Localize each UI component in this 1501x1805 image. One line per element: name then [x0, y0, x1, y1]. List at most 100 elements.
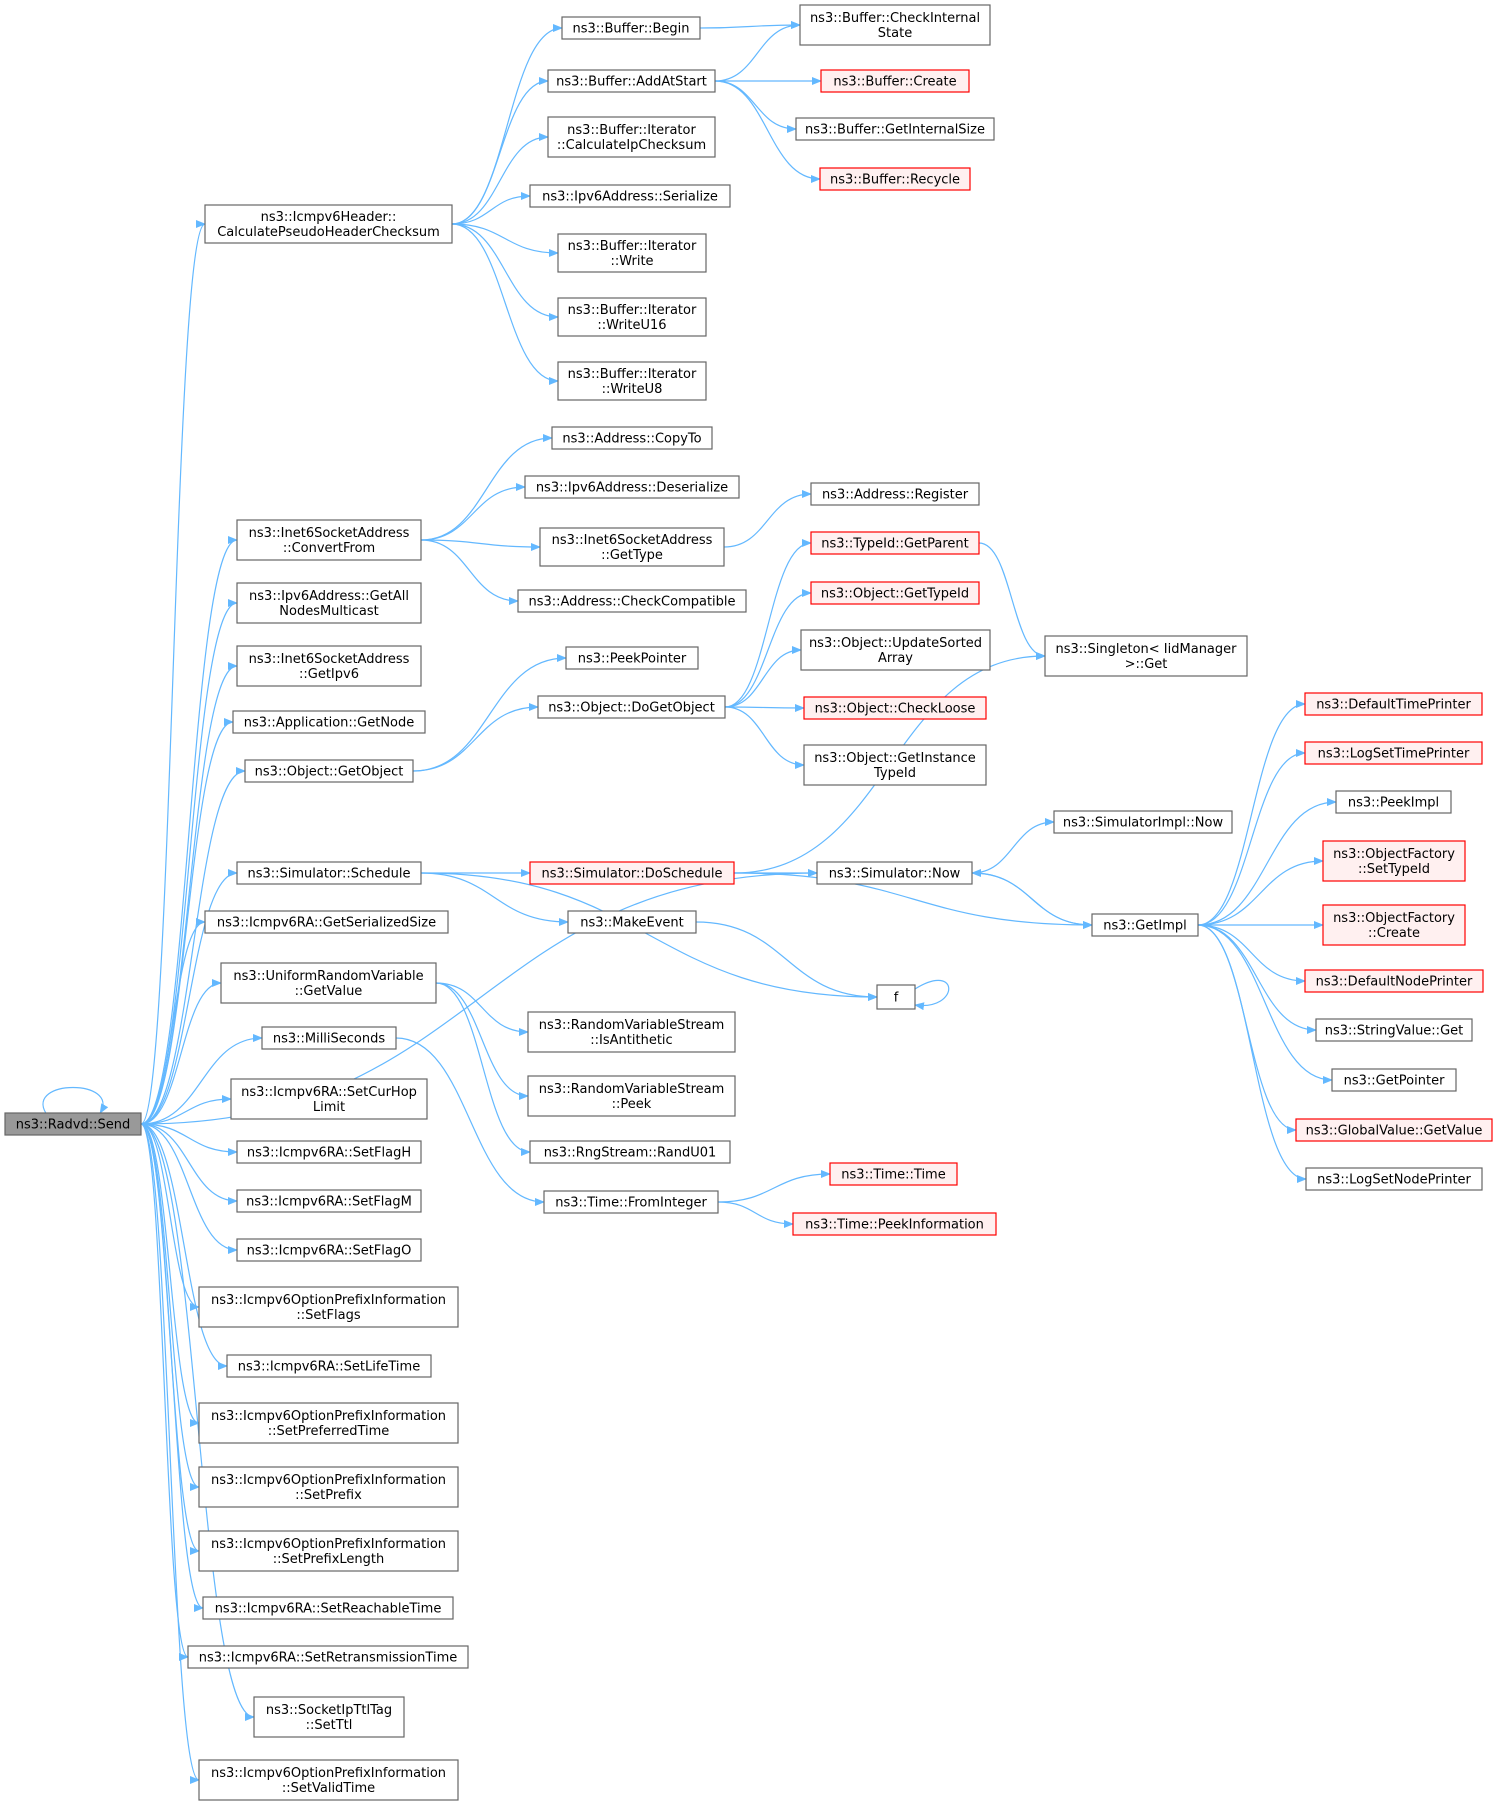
node-logtime[interactable]: ns3::LogSetTimePrinter — [1304, 741, 1483, 765]
node-iterwriteu16[interactable]: ns3::Buffer::Iterator::WriteU16 — [557, 297, 707, 337]
node-objloose[interactable]: ns3::Object::CheckLoose — [803, 696, 987, 720]
node-defnode[interactable]: ns3::DefaultNodePrinter — [1304, 969, 1484, 993]
node-ofsettype[interactable]: ns3::ObjectFactory::SetTypeId — [1322, 840, 1466, 882]
edge-inet6conv-to-inet6type — [420, 539, 541, 551]
edge-bufbegin-to-bufcheck — [699, 21, 801, 30]
node-timepeek[interactable]: ns3::Time::PeekInformation — [792, 1212, 997, 1236]
node-bufrecycle[interactable]: ns3::Buffer::Recycle — [819, 167, 971, 191]
node-addrreg[interactable]: ns3::Address::Register — [810, 482, 980, 506]
edge-simschedule-to-ffunc — [420, 872, 878, 1001]
edge-calcpseudo-to-ipv6ser — [451, 192, 531, 225]
edge-send-to-ra_reach — [140, 1123, 204, 1612]
node-ra_flago[interactable]: ns3::Icmpv6RA::SetFlagO — [236, 1238, 422, 1262]
node-bufcreate[interactable]: ns3::Buffer::Create — [820, 69, 970, 93]
node-label: ns3::Icmpv6RA::SetLifeTime — [238, 1360, 420, 1375]
node-ra_retrans[interactable]: ns3::Icmpv6RA::SetRetransmissionTime — [187, 1645, 469, 1669]
node-peekimpl[interactable]: ns3::PeekImpl — [1335, 790, 1452, 814]
node-ra_flagh[interactable]: ns3::Icmpv6RA::SetFlagH — [236, 1140, 422, 1164]
node-getimpl[interactable]: ns3::GetImpl — [1091, 913, 1199, 937]
node-inet6ipv6[interactable]: ns3::Inet6SocketAddress::GetIpv6 — [236, 645, 422, 687]
function-nodes: ns3::Radvd::Send ns3::Icmpv6Header::Calcu… — [4, 4, 1493, 1801]
edge-send-to-appgetnode — [140, 718, 234, 1125]
node-box — [220, 962, 437, 1004]
node-opt_flags[interactable]: ns3::Icmpv6OptionPrefixInformation::SetF… — [198, 1286, 459, 1328]
node-lognode[interactable]: ns3::LogSetNodePrinter — [1305, 1167, 1483, 1191]
node-opt_valid[interactable]: ns3::Icmpv6OptionPrefixInformation::SetV… — [198, 1759, 459, 1801]
node-label: ns3::Buffer::Iterator — [567, 123, 696, 138]
node-timetime[interactable]: ns3::Time::Time — [829, 1162, 958, 1186]
node-opt_prefix[interactable]: ns3::Icmpv6OptionPrefixInformation::SetP… — [198, 1466, 459, 1508]
node-objdoget[interactable]: ns3::Object::DoGetObject — [537, 695, 726, 719]
node-label: ns3::Icmpv6OptionPrefixInformation — [211, 1473, 446, 1488]
node-label: ns3::Radvd::Send — [16, 1118, 130, 1133]
node-label: ns3::Ipv6Address::GetAll — [249, 589, 409, 604]
node-makeevent[interactable]: ns3::MakeEvent — [567, 910, 697, 934]
node-rngrand[interactable]: ns3::RngStream::RandU01 — [529, 1140, 731, 1164]
node-box — [561, 16, 701, 40]
node-label: ns3::Icmpv6RA::SetRetransmissionTime — [199, 1651, 458, 1666]
node-calcpseudo[interactable]: ns3::Icmpv6Header::CalculatePseudoHeader… — [204, 204, 453, 244]
edge-simnow-to-simimplnow — [971, 818, 1055, 874]
edge-bufaddstart-to-bufcheck — [714, 21, 801, 82]
node-simdosched[interactable]: ns3::Simulator::DoSchedule — [529, 861, 735, 885]
node-simimplnow[interactable]: ns3::SimulatorImpl::Now — [1053, 810, 1233, 834]
node-iterwrite[interactable]: ns3::Buffer::Iterator::Write — [557, 233, 707, 273]
node-addrcompat[interactable]: ns3::Address::CheckCompatible — [517, 589, 747, 613]
node-rvsanti[interactable]: ns3::RandomVariableStream::IsAntithetic — [527, 1011, 736, 1053]
node-urvgetval[interactable]: ns3::UniformRandomVariable::GetValue — [220, 962, 437, 1004]
node-ipv6ser[interactable]: ns3::Ipv6Address::Serialize — [529, 184, 731, 208]
node-opt_pref[interactable]: ns3::Icmpv6OptionPrefixInformation::SetP… — [198, 1402, 459, 1444]
node-ipv6deser[interactable]: ns3::Ipv6Address::Deserialize — [524, 475, 740, 499]
node-ofcreate[interactable]: ns3::ObjectFactory::Create — [1322, 904, 1466, 946]
node-ra_sersize[interactable]: ns3::Icmpv6RA::GetSerializedSize — [204, 910, 449, 934]
node-opt_plen[interactable]: ns3::Icmpv6OptionPrefixInformation::SetP… — [198, 1530, 459, 1572]
edge-send-to-opt_flags — [140, 1123, 200, 1311]
node-iterwriteu8[interactable]: ns3::Buffer::Iterator::WriteU8 — [557, 361, 707, 401]
node-rvspeek[interactable]: ns3::RandomVariableStream::Peek — [527, 1075, 736, 1117]
edge-objgetobj-to-objdoget — [412, 703, 539, 772]
node-bufbegin[interactable]: ns3::Buffer::Begin — [561, 16, 701, 40]
node-label: ::ConvertFrom — [283, 541, 375, 556]
node-ffunc[interactable]: f — [876, 984, 916, 1010]
node-ra_flagm[interactable]: ns3::Icmpv6RA::SetFlagM — [236, 1189, 422, 1213]
node-ra_life[interactable]: ns3::Icmpv6RA::SetLifeTime — [226, 1354, 432, 1378]
node-objgetobj[interactable]: ns3::Object::GetObject — [244, 759, 414, 783]
node-strget[interactable]: ns3::StringValue::Get — [1315, 1018, 1473, 1042]
node-ra_reach[interactable]: ns3::Icmpv6RA::SetReachableTime — [202, 1596, 454, 1620]
node-box — [1304, 692, 1483, 716]
node-send[interactable]: ns3::Radvd::Send — [4, 1112, 142, 1136]
node-peekptr[interactable]: ns3::PeekPointer — [565, 646, 699, 670]
node-simnow[interactable]: ns3::Simulator::Now — [816, 861, 973, 885]
node-box — [1315, 1018, 1473, 1042]
node-appgetnode[interactable]: ns3::Application::GetNode — [232, 710, 426, 734]
node-inet6type[interactable]: ns3::Inet6SocketAddress::GetType — [539, 527, 725, 567]
node-simschedule[interactable]: ns3::Simulator::Schedule — [236, 861, 422, 885]
node-bufgetsize[interactable]: ns3::Buffer::GetInternalSize — [795, 117, 995, 141]
node-gvget[interactable]: ns3::GlobalValue::GetValue — [1295, 1118, 1493, 1142]
node-label: ns3::Icmpv6RA::SetReachableTime — [215, 1602, 442, 1617]
node-singleton[interactable]: ns3::Singleton< IidManager>::Get — [1044, 635, 1248, 677]
node-objgettypeid[interactable]: ns3::Object::GetTypeId — [810, 581, 980, 605]
node-box — [204, 910, 449, 934]
node-iterchk[interactable]: ns3::Buffer::Iterator::CalculateIpChecks… — [547, 116, 716, 158]
node-addrcopy[interactable]: ns3::Address::CopyTo — [551, 426, 713, 450]
node-box — [799, 4, 991, 46]
node-sockttl[interactable]: ns3::SocketIpTtlTag::SetTtl — [253, 1696, 405, 1738]
edge-send-to-objgetobj — [140, 767, 246, 1125]
node-timefromint[interactable]: ns3::Time::FromInteger — [543, 1190, 719, 1214]
node-millisec[interactable]: ns3::MilliSeconds — [261, 1026, 397, 1050]
node-inet6conv[interactable]: ns3::Inet6SocketAddress::ConvertFrom — [236, 519, 422, 561]
edge-millisec-to-timefromint — [395, 1037, 545, 1206]
node-getptr[interactable]: ns3::GetPointer — [1331, 1068, 1457, 1092]
node-box — [253, 1696, 405, 1738]
node-bufaddstart[interactable]: ns3::Buffer::AddAtStart — [547, 69, 716, 93]
node-label: ::SetPrefix — [295, 1488, 362, 1503]
node-deftime[interactable]: ns3::DefaultTimePrinter — [1304, 692, 1483, 716]
node-typeidparent[interactable]: ns3::TypeId::GetParent — [810, 531, 980, 555]
